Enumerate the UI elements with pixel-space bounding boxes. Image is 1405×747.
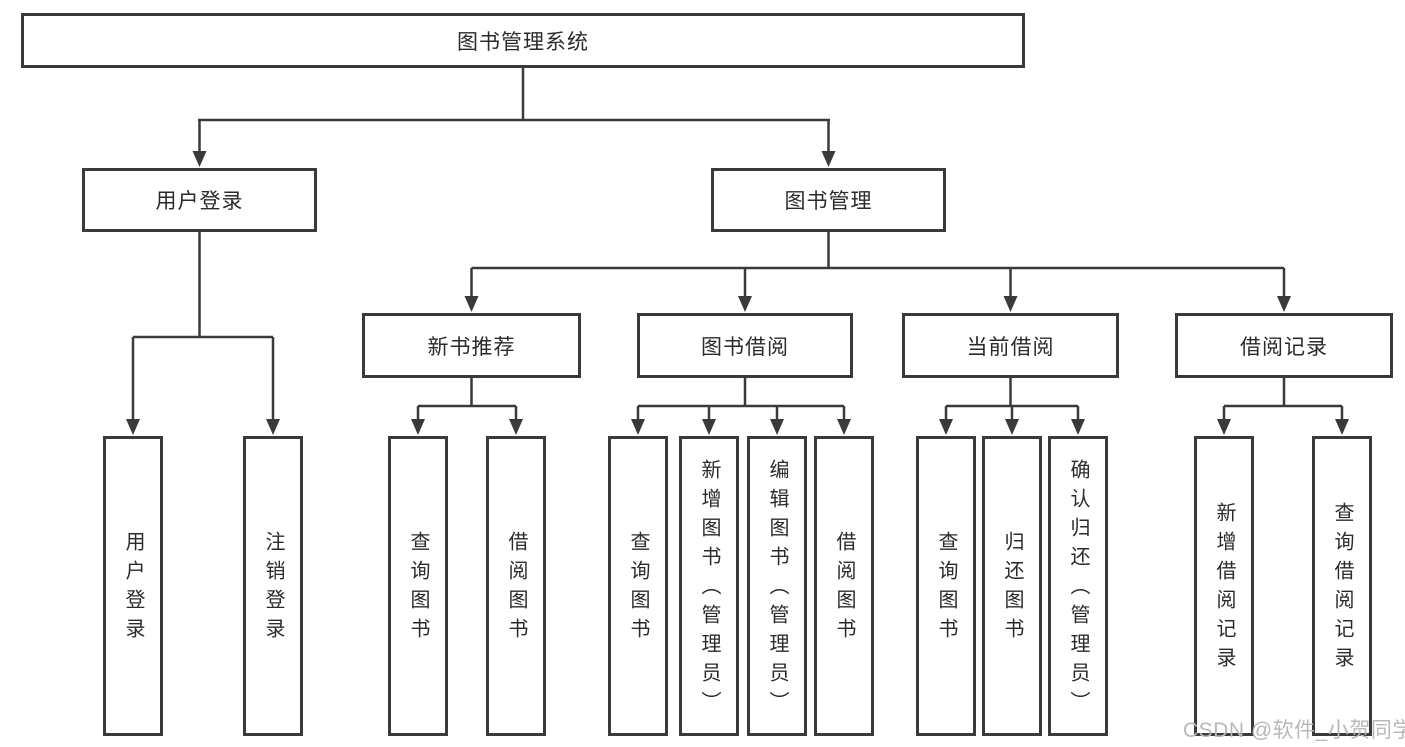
leaf-return-book: 归还图书 <box>982 436 1042 736</box>
leaf-add-borrow-record: 新增借阅记录 <box>1194 436 1254 736</box>
leaf-query-book-recommend: 查询图书 <box>388 436 448 736</box>
connector-new-book-recommend <box>416 378 518 421</box>
connector-root <box>198 68 830 153</box>
node-book-management: 图书管理 <box>711 168 946 232</box>
leaf-edit-book-admin: 编辑图书（管理员） <box>747 436 807 736</box>
connector-user-login <box>131 232 275 421</box>
arrowhead <box>631 419 645 435</box>
arrowhead <box>939 419 953 435</box>
leaf-query-book-current: 查询图书 <box>916 436 976 736</box>
node-current-borrowing: 当前借阅 <box>902 313 1119 378</box>
leaf-logout: 注销登录 <box>243 436 303 736</box>
arrowhead <box>1003 296 1018 312</box>
leaf-borrow-book: 借阅图书 <box>814 436 874 736</box>
arrowhead <box>837 419 851 435</box>
connector-current-borrowing <box>944 378 1080 421</box>
node-library-management-system: 图书管理系统 <box>21 13 1025 68</box>
arrowhead <box>1277 296 1291 312</box>
connector-book-borrowing <box>636 378 846 421</box>
connector-book-management <box>470 232 1286 298</box>
leaf-query-borrow-record: 查询借阅记录 <box>1312 436 1372 736</box>
arrowhead <box>821 151 836 167</box>
arrowhead <box>411 419 425 435</box>
leaf-query-book-borrowing: 查询图书 <box>608 436 668 736</box>
node-new-book-recommend: 新书推荐 <box>362 313 581 378</box>
arrowhead <box>266 419 280 435</box>
leaf-borrow-book-recommend: 借阅图书 <box>486 436 546 736</box>
leaf-confirm-return-admin: 确认归还（管理员） <box>1048 436 1108 736</box>
arrowhead <box>464 296 479 312</box>
node-book-borrowing: 图书借阅 <box>637 313 853 378</box>
arrowhead <box>1071 419 1085 435</box>
arrowhead <box>509 419 523 435</box>
arrowhead <box>1335 419 1349 435</box>
leaf-user-login: 用户登录 <box>103 436 163 736</box>
arrowhead <box>702 419 716 435</box>
arrowhead <box>126 419 140 435</box>
leaf-add-book-admin: 新增图书（管理员） <box>679 436 739 736</box>
csdn-watermark: CSDN @软件_小贺同学 <box>1183 719 1405 742</box>
arrowhead <box>1217 419 1231 435</box>
connector-borrow-records <box>1222 378 1344 421</box>
node-user-login: 用户登录 <box>82 168 317 232</box>
arrowhead <box>192 151 207 167</box>
node-borrow-records: 借阅记录 <box>1175 313 1393 378</box>
arrowhead <box>770 419 784 435</box>
arrowhead <box>1005 419 1019 435</box>
arrowhead <box>738 296 752 312</box>
